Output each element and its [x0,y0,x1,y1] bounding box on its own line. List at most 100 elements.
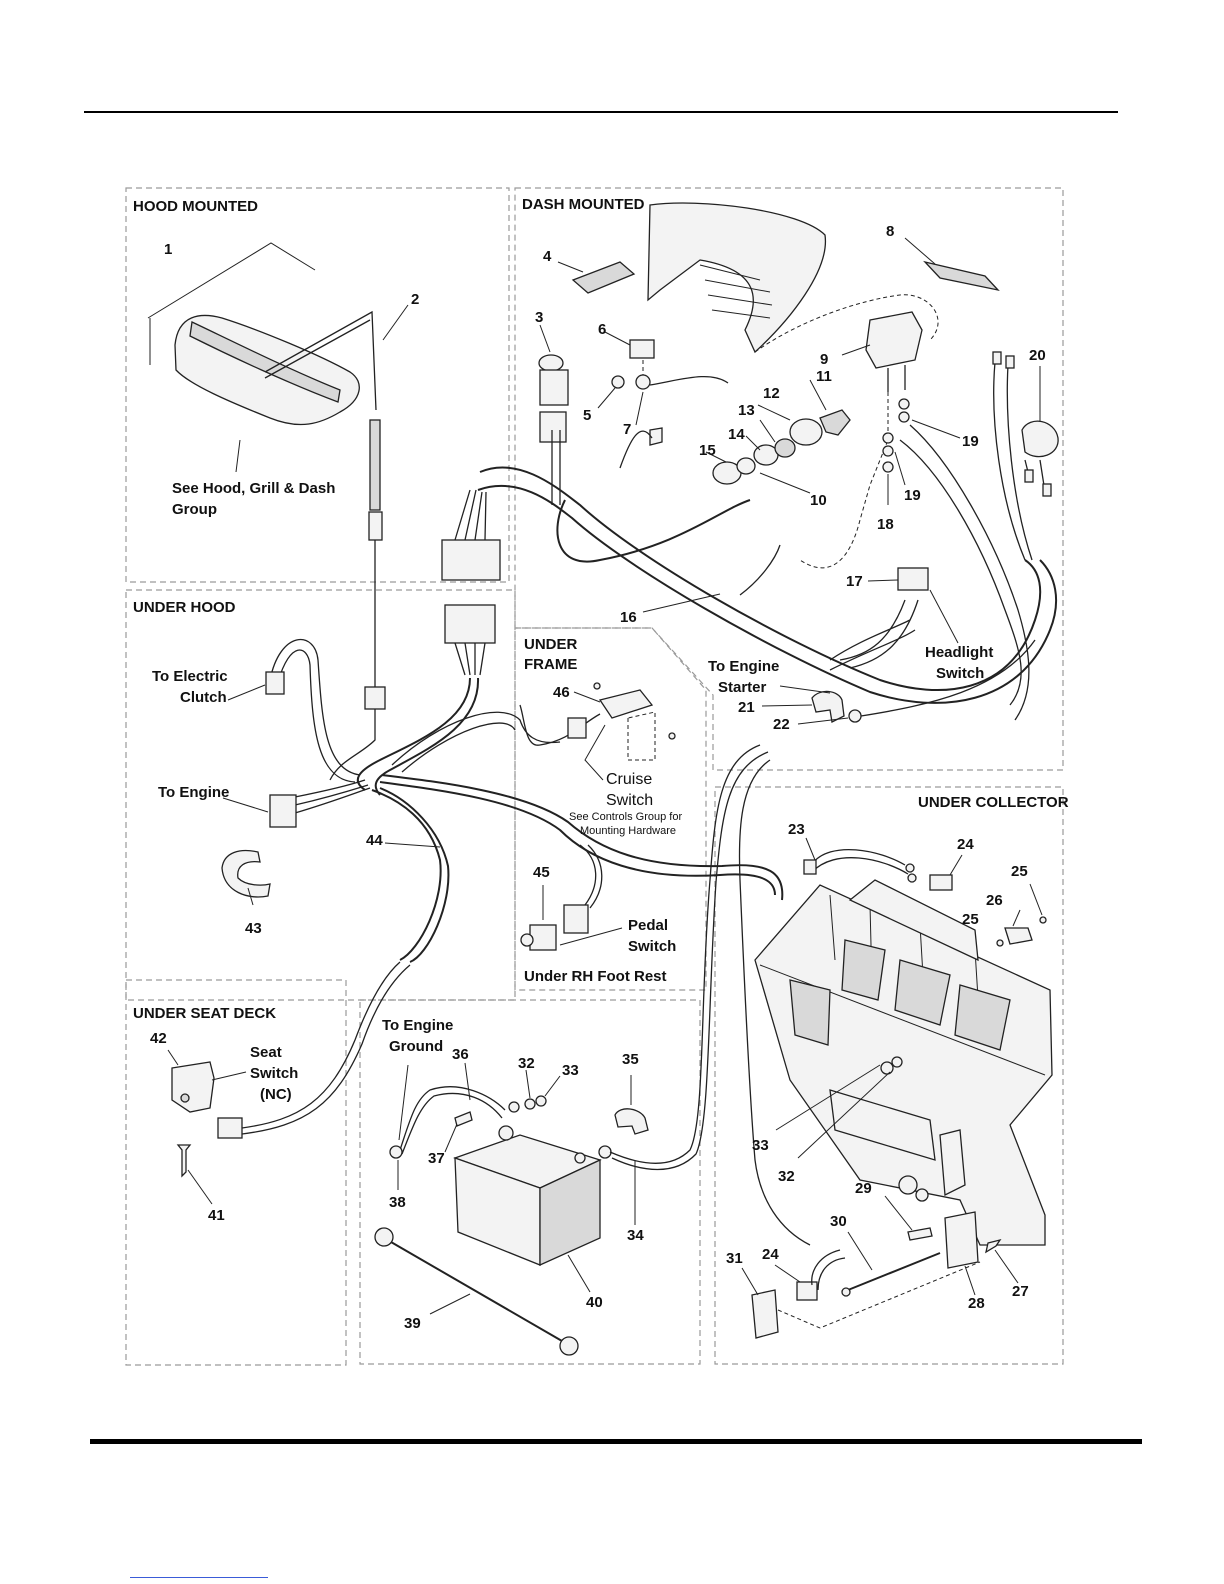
headlight-switch-part-17 [839,567,959,669]
connector-part-24-top [929,854,963,891]
callout-44: 44 [366,832,383,849]
to-engine-starter-line2: Starter [718,679,767,696]
callout-4: 4 [543,248,552,265]
pto-switch-part-3 [538,324,569,443]
connector-dash-main [441,489,501,581]
callout-17: 17 [846,573,863,590]
callout-23: 23 [788,821,805,838]
to-engine-label: To Engine [158,784,229,801]
section-under-seat-deck: UNDER SEAT DECK [133,1005,276,1022]
cruise-switch-part-46 [519,682,676,781]
callout-32b: 32 [778,1168,795,1185]
seat-switch-line3: (NC) [260,1086,292,1103]
plug-part-4 [571,261,636,294]
relay-part-9 [799,311,961,569]
plug-part-8 [923,260,1000,292]
section-under-frame-line1: UNDER [524,636,578,653]
callout-7: 7 [623,421,631,438]
callout-41: 41 [208,1207,225,1224]
under-frame-box [514,627,707,991]
callout-26: 26 [986,892,1003,909]
to-electric-clutch-leader [227,684,266,701]
callout-27: 27 [1012,1283,1029,1300]
cruise-switch-line1: Cruise [606,771,652,788]
switch-part-6 [597,331,655,426]
callout-24a: 24 [957,836,974,853]
under-seat-deck-box [125,979,347,1366]
callout-6: 6 [598,321,606,338]
callout-1: 1 [164,241,172,258]
pedal-switch-part-45 [520,844,623,951]
callout-20: 20 [1029,347,1046,364]
callout-33a: 33 [562,1062,579,1079]
buzzer-part-20 [992,351,1059,561]
seat-switch-line2: Switch [250,1065,298,1082]
callout-37: 37 [428,1150,445,1167]
see-hood-label-line2: Group [172,501,217,518]
ignition-switch-part-10 [705,379,851,494]
seat-switch-part-42 [167,961,411,1205]
callout-45: 45 [533,864,550,881]
headlight-switch-label-line2: Switch [936,665,984,682]
callout-9: 9 [820,351,828,368]
callout-33b: 33 [752,1137,769,1154]
under-hood-harness [221,638,784,963]
bracket-part-26 [996,883,1047,947]
under-hood-connector [444,604,496,676]
callout-16: 16 [620,609,637,626]
callout-18: 18 [877,516,894,533]
callout-29: 29 [855,1180,872,1197]
callout-13: 13 [738,402,755,419]
leader-33b [775,1064,881,1131]
headlight-wire-part-2 [264,304,409,690]
callout-46: 46 [553,684,570,701]
footer-link-underline[interactable] [130,1577,268,1578]
callout-30: 30 [830,1213,847,1230]
battery-part-40 [453,1125,602,1293]
under-hood-box [125,589,516,1001]
callout-40: 40 [586,1294,603,1311]
section-under-hood: UNDER HOOD [133,599,236,616]
callout-3: 3 [535,309,543,326]
starter-boot-part-21 [761,639,1036,725]
cruise-switch-line2: Switch [606,792,653,809]
callout-31: 31 [726,1250,743,1267]
pedal-switch-line1: Pedal [628,917,668,934]
to-engine-ground-line2: Ground [389,1038,443,1055]
callout-43: 43 [245,920,262,937]
dash-mounted-box [514,187,1064,771]
top-rule [84,111,1118,113]
under-rh-foot-rest-label: Under RH Foot Rest [524,968,667,985]
callout-34: 34 [627,1227,644,1244]
callout-35: 35 [622,1051,639,1068]
callout-38: 38 [389,1194,406,1211]
wire-part-23 [803,837,917,883]
leader-32b [797,1071,891,1159]
callout-8: 8 [886,223,894,240]
callout-19a: 19 [962,433,979,450]
callout-12: 12 [763,385,780,402]
pedal-switch-line2: Switch [628,938,676,955]
hood-mounted-box [125,187,510,583]
see-hood-label-line1: See Hood, Grill & Dash [172,480,335,497]
under-collector-box [714,786,1064,1365]
connector-7 [649,427,663,446]
seat-switch-line1: Seat [250,1044,282,1061]
dash-panel [647,202,939,354]
callout-14: 14 [728,426,745,443]
callout-15: 15 [699,442,716,459]
callout-28: 28 [968,1295,985,1312]
callout-39: 39 [404,1315,421,1332]
callout-32a: 32 [518,1055,535,1072]
rod-part-30 [841,1231,941,1297]
see-controls-line2: Mounting Hardware [580,825,676,837]
collector-frame [754,879,1053,1246]
to-electric-clutch-line2: Clutch [180,689,227,706]
callout-21: 21 [738,699,755,716]
callout-2: 2 [411,291,419,308]
section-dash-mounted: DASH MOUNTED [522,196,645,213]
bottom-rule [90,1439,1142,1444]
to-engine-ground-line1: To Engine [382,1017,453,1034]
callout-42: 42 [150,1030,167,1047]
